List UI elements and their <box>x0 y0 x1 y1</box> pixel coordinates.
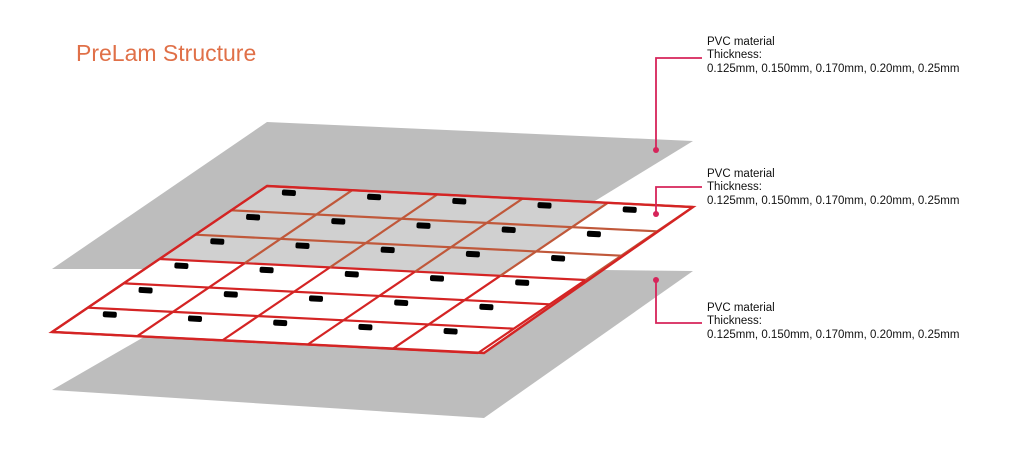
inlay-grid-col-line <box>221 266 331 342</box>
chip-module <box>394 299 409 307</box>
annotation-top-sheet: PVC material Thickness: 0.125mm, 0.150mm… <box>707 36 959 76</box>
inlay-border <box>48 184 697 355</box>
chip-module <box>273 319 288 327</box>
annotation-thickness-label: Thickness: <box>707 181 762 194</box>
diagram-title: PreLam Structure <box>76 40 257 66</box>
annotation-thickness-label: Thickness: <box>707 315 762 328</box>
chip-module <box>479 303 494 311</box>
annotation-bottom-sheet: PVC material Thickness: 0.125mm, 0.150mm… <box>707 302 959 342</box>
chip-module <box>465 250 480 258</box>
inlay-grid-row-line <box>231 209 658 233</box>
inlay-grid-col-line <box>499 201 609 277</box>
annotation-thickness-values: 0.125mm, 0.150mm, 0.170mm, 0.20mm, 0.25m… <box>707 62 960 75</box>
chip-module <box>443 328 458 335</box>
leader-mid <box>653 186 702 217</box>
annotation-thickness-label: Thickness: <box>707 49 762 62</box>
inlay-grid-col-line <box>244 189 353 265</box>
chip-module <box>501 226 516 234</box>
inlay-grid-col-line <box>414 197 524 273</box>
chip-module <box>223 291 238 298</box>
annotation-inlay-layer: PVC material Thickness: 0.125mm, 0.150mm… <box>707 168 959 208</box>
chip-module <box>358 323 373 331</box>
annotation-material: PVC material <box>707 36 775 48</box>
chip-module <box>281 189 296 197</box>
leader-top <box>653 57 702 153</box>
chip-module <box>416 222 431 229</box>
inlay-grid-row-line <box>123 282 550 306</box>
inlay-grid-col-line <box>329 193 439 269</box>
chip-module <box>429 275 445 282</box>
chip-module <box>452 197 467 205</box>
chip-module <box>295 242 310 249</box>
annotation-material: PVC material <box>707 302 775 314</box>
leader-bottom <box>653 277 702 324</box>
chip-module <box>367 193 382 201</box>
chip-module <box>586 230 601 238</box>
annotation-thickness-values: 0.125mm, 0.150mm, 0.170mm, 0.20mm, 0.25m… <box>707 194 960 207</box>
chip-module <box>308 295 324 302</box>
inlay-grid-col-line <box>136 262 246 338</box>
chip-module <box>246 213 261 221</box>
chip-module <box>102 311 117 318</box>
chip-module <box>537 202 552 209</box>
inlay-grid-row-line <box>195 233 622 257</box>
inlay-layer <box>48 184 697 355</box>
inlay-grid-row-line <box>159 257 586 282</box>
chip-module <box>138 286 153 294</box>
inlay-grid-col-line <box>477 279 587 354</box>
inlay-grid-col-line <box>392 274 501 350</box>
chip-module <box>187 315 203 322</box>
chip-module <box>551 255 566 262</box>
chip-module <box>174 262 189 270</box>
chip-module <box>344 270 359 278</box>
inlay-grid-col-line <box>306 270 416 346</box>
chip-module <box>331 218 346 225</box>
chip-module <box>210 238 225 245</box>
chip-module <box>515 279 530 286</box>
inlay-grid-row-line <box>87 306 514 330</box>
chip-module <box>259 266 274 274</box>
chip-module <box>622 206 637 213</box>
chip-module <box>380 246 395 254</box>
annotation-thickness-values: 0.125mm, 0.150mm, 0.170mm, 0.20mm, 0.25m… <box>707 328 960 341</box>
annotation-material: PVC material <box>707 168 775 180</box>
